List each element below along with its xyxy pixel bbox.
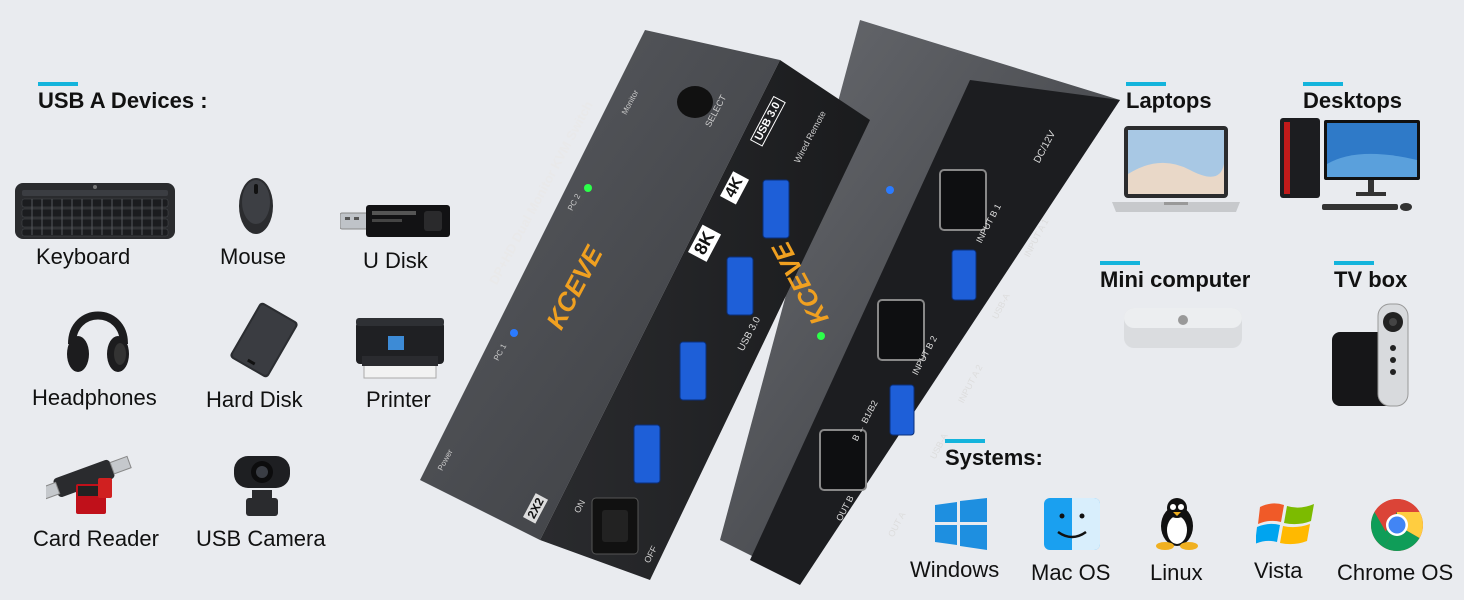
windows-logo-icon: [933, 498, 989, 555]
linux-label: Linux: [1150, 560, 1203, 585]
card-reader-icon: [39, 448, 138, 523]
webcam-icon: [232, 452, 292, 529]
macos-label: Mac OS: [1031, 560, 1111, 585]
mouse-label: Mouse: [220, 244, 287, 269]
tv-box-icon: [1330, 302, 1410, 413]
keyboard-icon: [14, 182, 176, 245]
laptop-icon: [1110, 124, 1242, 223]
mouse-icon: [237, 176, 275, 241]
headphones-label: Headphones: [32, 385, 157, 410]
printer-icon: [354, 316, 446, 387]
chrome-os-label: Chrome OS: [1337, 560, 1454, 585]
accent-bar: [1126, 82, 1166, 86]
keyboard-label: Keyboard: [36, 244, 131, 269]
tv-box-heading: TV box: [1334, 267, 1408, 292]
macos-logo-icon: [1044, 498, 1100, 555]
hard-disk-label: Hard Disk: [206, 387, 303, 412]
vista-logo-icon: [1255, 497, 1316, 556]
linux-tux-icon: [1155, 496, 1199, 555]
desktops-heading: Desktops: [1303, 88, 1403, 113]
card-reader-label: Card Reader: [33, 526, 159, 551]
accent-bar: [1100, 261, 1140, 265]
accent-bar: [38, 82, 78, 86]
headphones-icon: [64, 292, 132, 387]
mini-computer-heading: Mini computer: [1100, 267, 1251, 292]
tv-box-heading-wrap: TV box: [1334, 261, 1408, 293]
usb-devices-heading-wrap: USB A Devices :: [38, 82, 208, 114]
laptops-heading-wrap: Laptops: [1126, 82, 1212, 114]
printer-label: Printer: [366, 387, 431, 412]
usb-drive-icon: [339, 201, 450, 246]
chrome-logo-icon: [1370, 498, 1424, 557]
accent-bar: [1303, 82, 1343, 86]
vista-label: Vista: [1254, 558, 1303, 583]
usb-camera-label: USB Camera: [196, 526, 326, 551]
accent-bar: [945, 439, 985, 443]
u-disk-label: U Disk: [363, 248, 428, 273]
usb-devices-heading: USB A Devices :: [38, 88, 208, 113]
accent-bar: [1334, 261, 1374, 265]
desktops-heading-wrap: Desktops: [1303, 82, 1403, 114]
kvm-switch-illustration: DP+HD Dual Monitor KVM Switch KCEVE KCEV…: [420, 20, 1140, 590]
mini-computer-heading-wrap: Mini computer: [1100, 261, 1251, 293]
systems-heading: Systems:: [945, 445, 1043, 470]
systems-heading-wrap: Systems:: [945, 439, 1043, 471]
mini-computer-icon: [1122, 304, 1244, 357]
hard-disk-icon: [226, 300, 302, 385]
windows-label: Windows: [910, 557, 1000, 582]
laptops-heading: Laptops: [1126, 88, 1212, 113]
desktop-icon: [1278, 116, 1422, 219]
